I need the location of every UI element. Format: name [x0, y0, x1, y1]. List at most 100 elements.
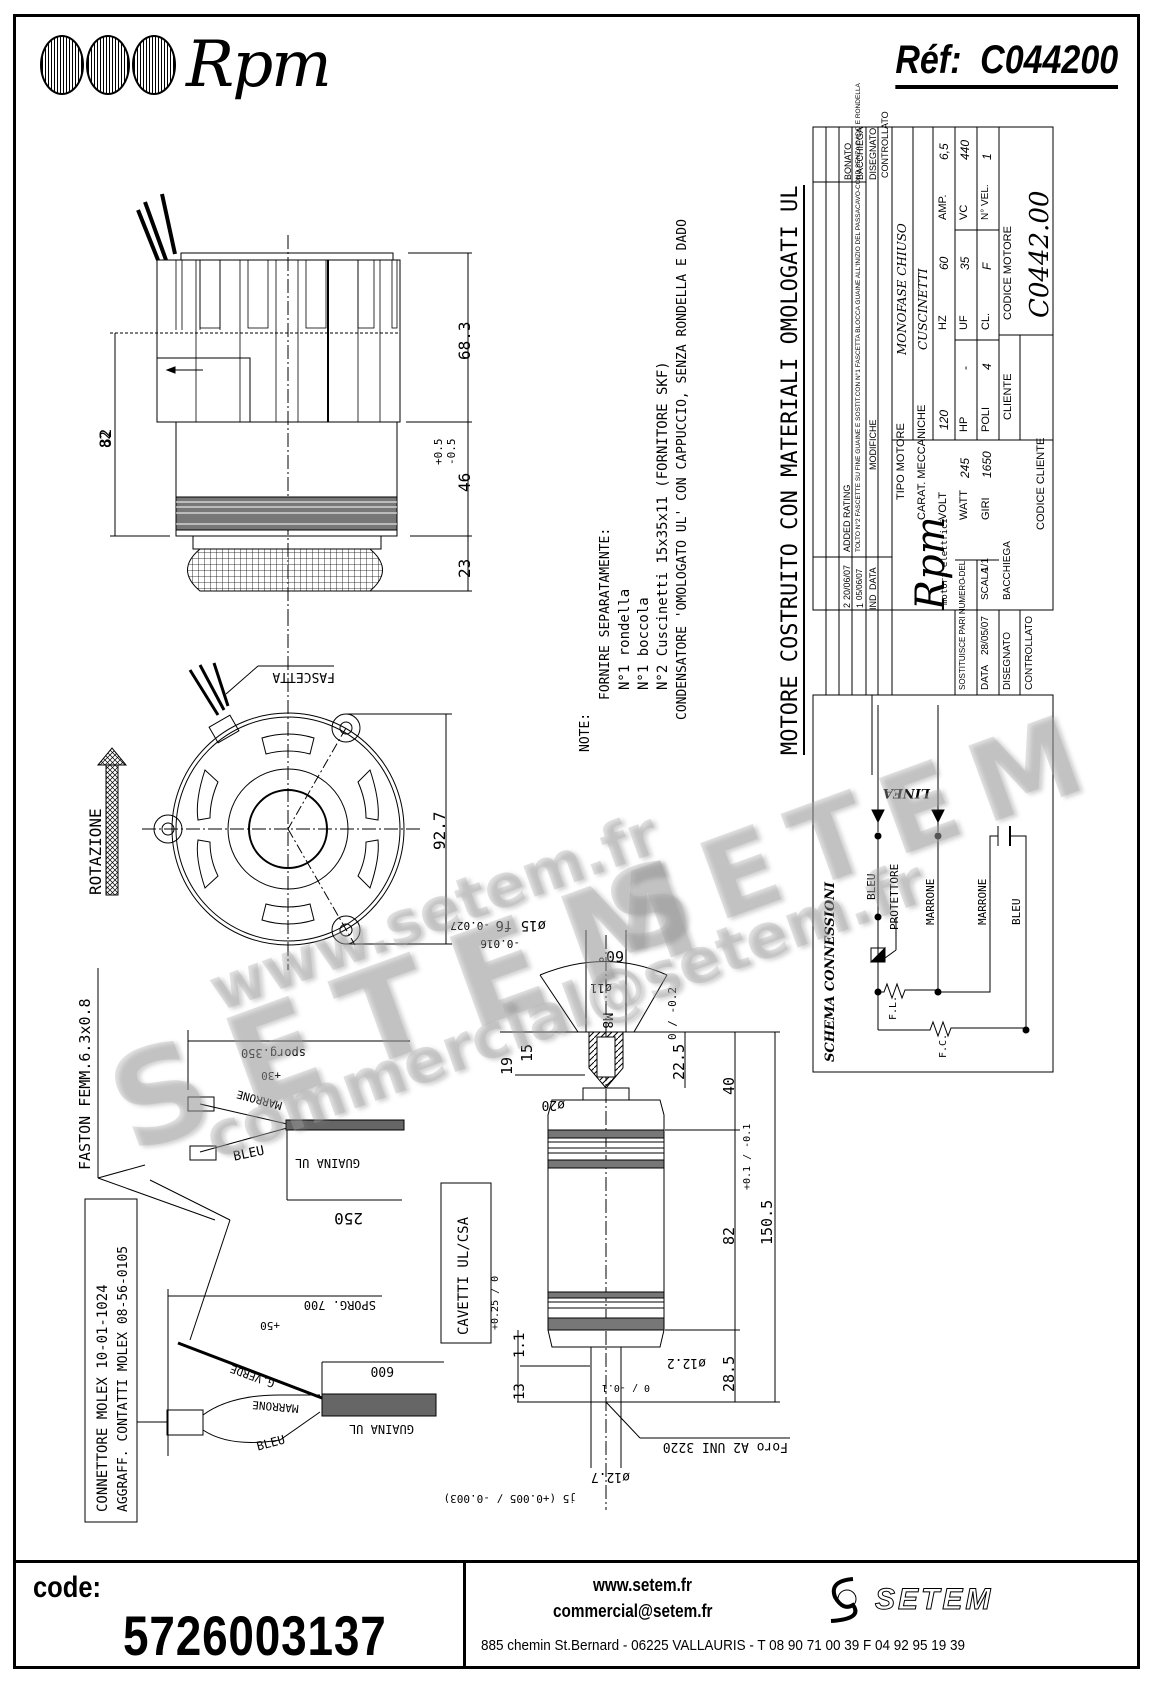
- drawing-sheet: [13, 14, 1140, 1669]
- dia-12-7: ø12.7: [590, 1469, 630, 1484]
- dia-12-2: ø12.2: [666, 1355, 706, 1370]
- coil-logo-icon: [40, 35, 176, 95]
- dim-82-shaft: 82: [720, 1226, 738, 1245]
- dia-12-7-tol: j5 (+0.005 / -0.003): [443, 1492, 576, 1505]
- vel-label: N° VEL.: [980, 184, 991, 220]
- sporg-350-tol: +30: [261, 1069, 281, 1082]
- dim-82-side: 82: [96, 428, 115, 448]
- setem-swirl-icon: [830, 1577, 858, 1623]
- fl-label: F.L.: [888, 995, 899, 1020]
- dim-68-3: 68.3: [455, 321, 474, 360]
- dim-23: 23: [455, 558, 474, 578]
- notes-title: NOTE:: [578, 712, 593, 752]
- col-ind: IND: [868, 594, 878, 611]
- ul-materials-note: MOTORE COSTRUITO CON MATERIALI OMOLOGATI…: [778, 185, 805, 755]
- dim-600: 600: [370, 1363, 394, 1378]
- notes-line-3: N°1 boccola: [636, 597, 652, 690]
- notes-line-2: N°1 rondella: [617, 588, 633, 690]
- watt-value: 245: [958, 457, 972, 478]
- dia-15-tol1: -0.027: [450, 919, 490, 932]
- connector-label-1: CONNETTORE MOLEX 10-01-1024: [95, 1284, 111, 1512]
- vel-value: 1: [980, 153, 994, 160]
- connector-label-2: AGGRAFF. CONTATTI MOLEX 08-56-0105: [116, 1245, 131, 1512]
- website-link[interactable]: www.setem.fr: [593, 1575, 692, 1595]
- amp-value: 6,5: [937, 143, 951, 160]
- vc-label: VC: [958, 204, 970, 220]
- marrone-label-2: MARRONE: [976, 878, 989, 925]
- address: 885 chemin St.Bernard - 06225 VALLAURIS …: [481, 1637, 966, 1654]
- sheath-top: GUAINA UL: [294, 1156, 360, 1170]
- amp-label: AMP.: [937, 194, 949, 220]
- dim-40: 40: [720, 1076, 738, 1095]
- rev-2-ind: 2: [842, 602, 852, 608]
- uf-label: UF: [958, 315, 970, 330]
- bleu-label-2: BLEU: [1010, 898, 1023, 926]
- product-code-box: code: 5726003137: [13, 1563, 466, 1669]
- faston-label: FASTON FEMM.6.3x0.8: [76, 998, 94, 1170]
- data-value: 28/05/07: [980, 616, 991, 655]
- dim-250: 250: [334, 1209, 363, 1228]
- center-hole-label: Foro A2 UNI 3220: [662, 1439, 788, 1454]
- notes-line-5: CONDENSATORE 'OMOLOGATO UL' CON CAPPUCCI…: [675, 219, 690, 720]
- thread-m8: M8: [599, 1013, 614, 1029]
- codice-motore-label: CODICE MOTORE: [1002, 226, 1014, 320]
- code-value: 5726003137: [123, 1604, 387, 1667]
- reference-number: Réf:C044200: [895, 38, 1118, 89]
- dim-19: 19: [498, 1056, 516, 1075]
- carat-value: CUSCINETTI: [916, 268, 930, 350]
- dim-150-5-tol: +0.1 / -0.1: [742, 1123, 753, 1190]
- ul-cables-box: CAVETTI UL/CSA: [456, 1216, 472, 1335]
- connection-schematic: [869, 705, 1030, 1038]
- dim-82-side: 82: [98, 431, 114, 448]
- contact-info: www.setem.fr commercial@setem.fr 885 che…: [463, 1563, 1140, 1669]
- watt-label: WATT: [958, 490, 970, 520]
- volt-value: 120: [937, 409, 951, 430]
- dim-92-7: 92.7: [430, 811, 449, 850]
- email-link[interactable]: commercial@setem.fr: [553, 1601, 713, 1621]
- linea-label: LINEA: [882, 785, 930, 800]
- sporg-700-tol: +50: [260, 1319, 280, 1332]
- code-label: code:: [33, 1571, 102, 1604]
- schematic-title: SCHEMA CONNESSIONI: [823, 881, 838, 1062]
- cl-value: F: [980, 262, 994, 270]
- col-data: DATA: [868, 567, 878, 590]
- giri-value: 1650: [980, 451, 994, 478]
- front-view-motor: [96, 612, 452, 970]
- dim-1-1: 1.1: [512, 1332, 528, 1358]
- vc-value: 440: [958, 139, 972, 160]
- poli-label: POLI: [980, 406, 992, 432]
- sostituisce-value: -: [958, 576, 969, 580]
- shaft-side-view: [500, 930, 790, 1510]
- rev-2-mod: ADDED RATING: [842, 484, 852, 552]
- dia-12-2-tol: 0 / -0.1: [601, 1382, 650, 1393]
- tipo-motore-value: MONOFASE CHIUSO: [895, 223, 909, 355]
- brand-name: Rpm: [186, 28, 332, 102]
- hp-value: -: [958, 366, 972, 370]
- dim-22-5: 22.5: [670, 1043, 688, 1080]
- hz-label: HZ: [937, 315, 949, 330]
- setem-logo: SETEM: [823, 1575, 993, 1625]
- disegnato-value: BACCHIEGA: [1002, 541, 1013, 600]
- sporg-350: sporg.350: [240, 1046, 306, 1060]
- carat-label: CARAT. MECCANICHE: [916, 404, 928, 520]
- dim-46-tol-minus: -0.5: [445, 438, 458, 466]
- footer: code: 5726003137 www.setem.fr commercial…: [13, 1560, 1140, 1672]
- codice-cliente-label: CODICE CLIENTE: [1035, 437, 1047, 530]
- bleu-label-1: BLEU: [865, 873, 878, 901]
- marrone-label-1: MARRONE: [924, 878, 937, 925]
- sporg-700: SPORG. 700: [303, 1298, 376, 1312]
- col-modifiche: MODIFICHE: [868, 419, 878, 471]
- dim-46-tol-plus: +0.5: [432, 438, 445, 466]
- rev-1-by: BACCHIEGA: [855, 126, 865, 180]
- dia-20: ø20: [541, 1097, 565, 1112]
- scala-value: 1/1: [980, 558, 991, 572]
- uf-value: 35: [958, 256, 972, 270]
- hz-value: 60: [937, 256, 951, 270]
- codice-motore-value: C0442.00: [1025, 190, 1055, 318]
- hp-label: HP: [958, 416, 970, 432]
- dim-150-5: 150.5: [758, 1199, 776, 1245]
- dim-28-5: 28.5: [720, 1355, 738, 1392]
- lower-cable-drawing: [84, 1179, 492, 1523]
- rev-1-date: 05/06/07: [855, 568, 864, 600]
